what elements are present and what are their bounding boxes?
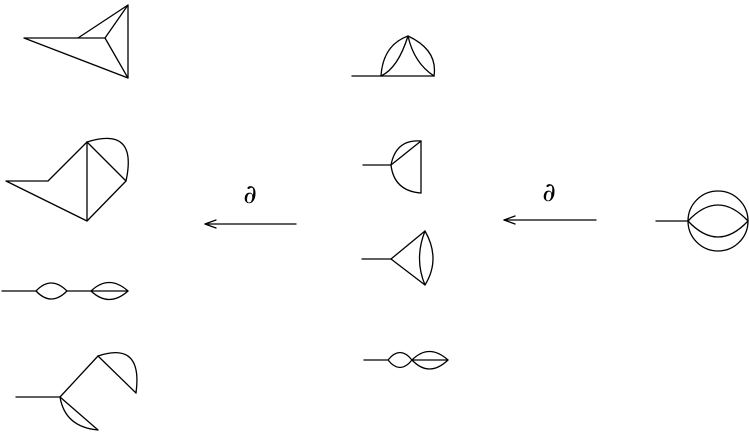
graph-left-two-bubbles-chain <box>1 281 129 301</box>
boundary-operator-label-right: ∂ <box>542 178 555 208</box>
graph-left-diamond-with-arc <box>5 137 129 222</box>
graph-middle-kite-with-bubble <box>361 230 434 286</box>
boundary-arrow-left: ∂ <box>204 180 297 229</box>
graph-middle-bubble-chain <box>363 350 449 370</box>
graph-left-triangle-with-center-vertex <box>23 4 129 79</box>
graph-left-double-arc-box <box>15 352 138 431</box>
graph-middle-sunset-arcs <box>351 35 436 77</box>
graph-middle-claw-arcs <box>362 140 422 194</box>
boundary-operator-label-left: ∂ <box>243 180 256 210</box>
graph-right-sunset <box>655 190 749 252</box>
boundary-arrow-right: ∂ <box>503 178 597 225</box>
